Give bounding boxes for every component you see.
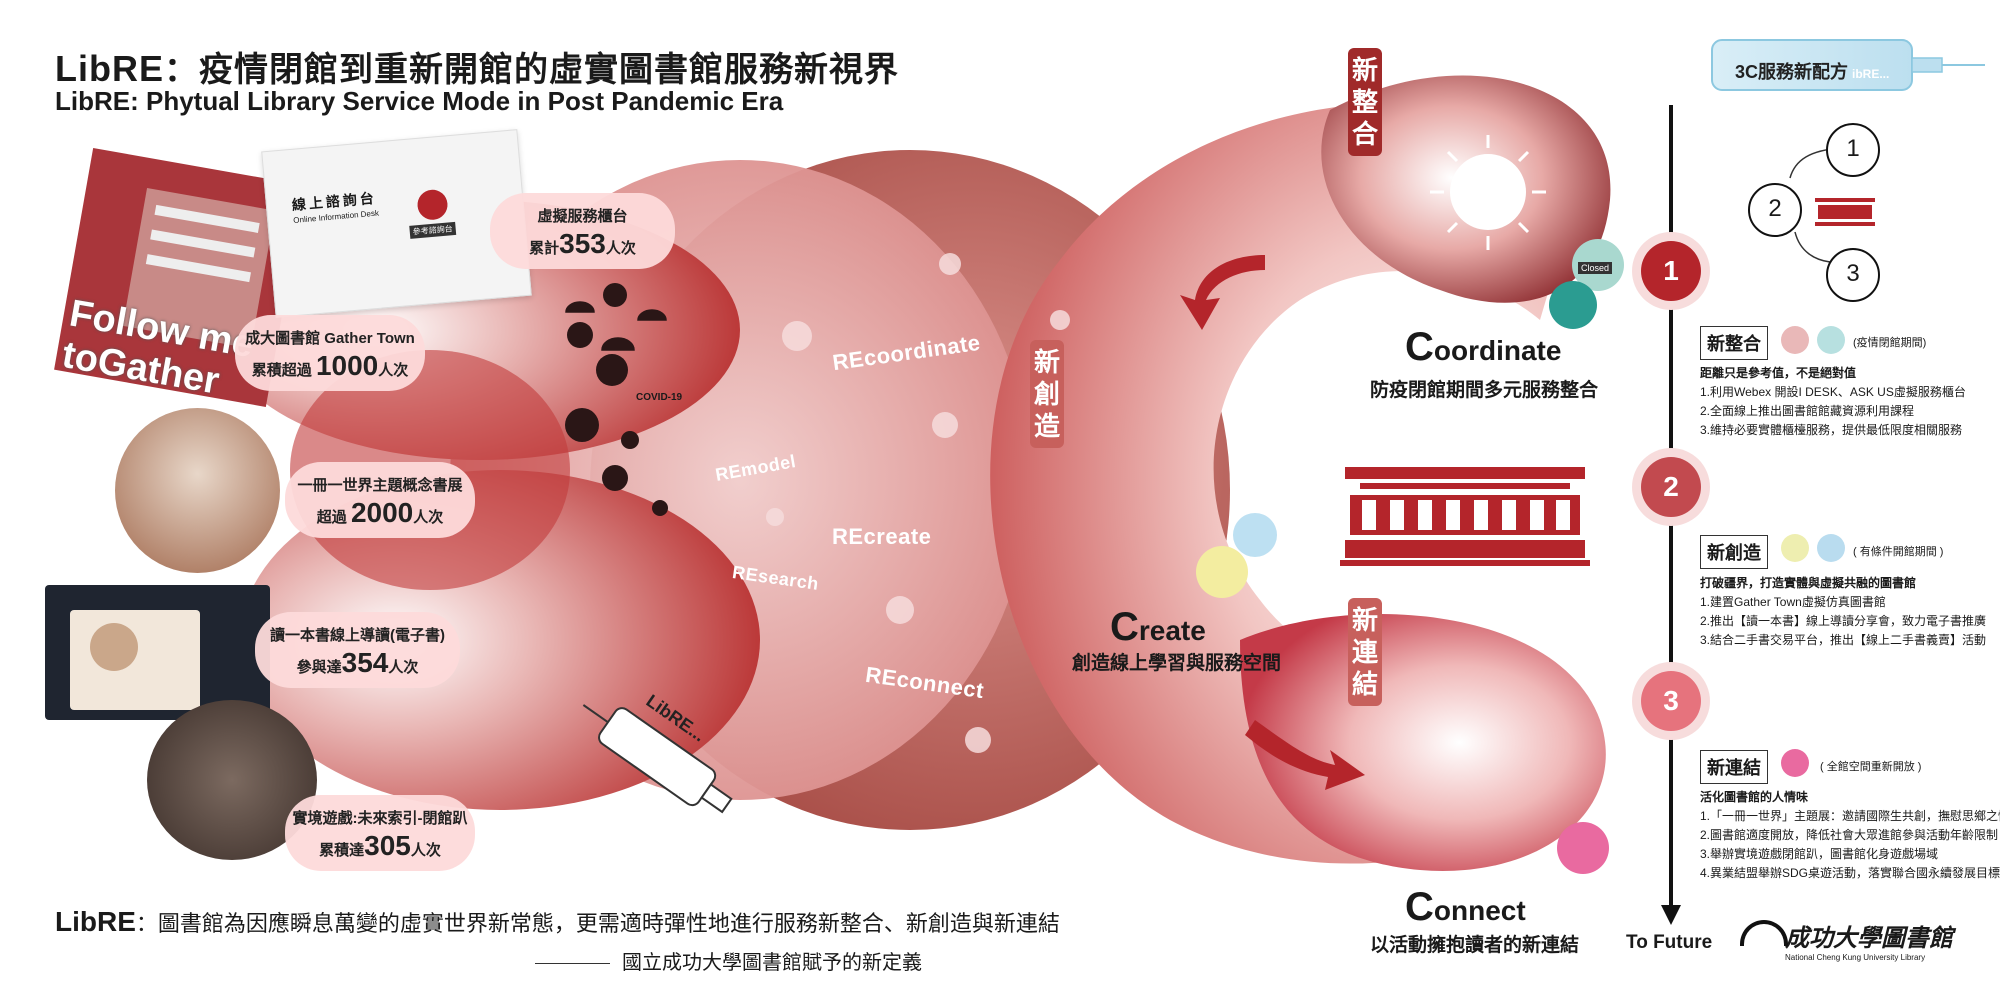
stat-suffix: 人次 bbox=[378, 362, 409, 379]
step-2: 2 bbox=[1748, 183, 1802, 237]
page-title-en: LibRE: Phytual Library Service Mode in P… bbox=[55, 86, 784, 116]
stat-label: 讀一本書線上導讀(電子書) bbox=[270, 627, 445, 644]
recipe-suffix: ibRE... bbox=[1852, 67, 1890, 81]
footer-brand: LibRE bbox=[55, 906, 136, 937]
section-2-number: 2 bbox=[1641, 457, 1701, 517]
footer-tagline: LibRE：圖書館為因應瞬息萬變的虛實世界新常態，更需適時彈性地進行服務新整合、… bbox=[55, 906, 1060, 938]
section-head: 活化圖書館的人情味 bbox=[1700, 790, 1809, 804]
stat-label: 實境遊戲:未來索引-閉館趴 bbox=[292, 810, 468, 827]
section-item: 3.結合二手書交易平台，推出【線上二手書義賣】活動 bbox=[1700, 633, 1987, 647]
page-title-zh: LibRE：疫情閉館到重新開館的虛實圖書館服務新視界 bbox=[55, 42, 899, 91]
pillar-tag-coordinate: 新整合 bbox=[1348, 48, 1382, 156]
section-1-number: 1 bbox=[1641, 241, 1701, 301]
section-item: 4.異業結盟舉辦SDG桌遊活動，落實聯合國永續發展目標 bbox=[1700, 866, 2000, 880]
stat-value: 1000 bbox=[315, 350, 379, 381]
stat-pill-escape-game: 實境遊戲:未來索引-閉館趴 累積達305人次 bbox=[285, 795, 475, 871]
section-item: 1.「一冊一世界」主題展：邀請國際生共創，撫慰思鄉之情 bbox=[1700, 809, 2000, 823]
section-item: 3.維持必要實體櫃檯服務，提供最低限度相關服務 bbox=[1700, 423, 1963, 437]
pillar-tag-text: 新連結 bbox=[1351, 605, 1378, 699]
stat-pill-online-reading: 讀一本書線上導讀(電子書) 參與達354人次 bbox=[255, 612, 460, 688]
closed-badge: Closed bbox=[1578, 262, 1613, 274]
stat-suffix: 人次 bbox=[413, 509, 444, 526]
librarian-avatar bbox=[416, 188, 449, 222]
logo-zh: 成功大學圖書館 bbox=[1785, 923, 1953, 952]
stat-value: 353 bbox=[559, 228, 606, 259]
section-2-body: 打破疆界，打造實體與虛擬共融的圖書館 1.建置Gather Town虛擬仿真圖書… bbox=[1700, 574, 1986, 650]
online-reading-screenshot bbox=[45, 585, 270, 720]
step-1: 1 bbox=[1826, 123, 1880, 177]
title-rest: onnect bbox=[1433, 895, 1526, 926]
stat-suffix: 人次 bbox=[388, 659, 419, 676]
section-item: 2.圖書館適度開放，降低社會大眾進館參與活動年齡限制 bbox=[1700, 828, 1999, 842]
to-future-label: To Future bbox=[1626, 932, 1713, 953]
section-item: 1.利用Webex 開設I DESK、ASK US虛擬服務櫃台 bbox=[1700, 385, 1966, 399]
stat-pill-gather-town: 成大圖書館 Gather Town 累積超過 1000人次 bbox=[235, 315, 425, 391]
connect-subtitle: 以活動擁抱讀者的新連結 bbox=[1370, 935, 1580, 956]
pillar-tag-text: 新創造 bbox=[1033, 347, 1060, 441]
title-cap: C bbox=[1405, 325, 1434, 369]
footer-tagline-text: ：圖書館為因應瞬息萬變的虛實世界新常態，更需適時彈性地進行服務新整合、新創造與新… bbox=[135, 911, 1060, 936]
stat-pill-book-exhibition: 一冊一世界主題概念書展 超過 2000人次 bbox=[285, 462, 475, 538]
create-title: Create bbox=[1110, 605, 1206, 650]
title-cap: C bbox=[1110, 605, 1139, 649]
library-building-illustration bbox=[1340, 467, 1590, 566]
section-item: 2.全面線上推出圖書館館藏資源利用課程 bbox=[1700, 404, 1915, 418]
stat-prefix: 累積達 bbox=[319, 842, 365, 859]
stat-pill-virtual-desk: 虛擬服務櫃台 累計353人次 bbox=[490, 193, 675, 269]
ncku-library-logo: 成功大學圖書館 National Cheng Kung University L… bbox=[1785, 918, 1953, 962]
coordinate-title: Coordinate bbox=[1405, 325, 1561, 370]
stat-label: 一冊一世界主題概念書展 bbox=[297, 477, 463, 494]
coordinate-subtitle: 防疫閉館期間多元服務整合 bbox=[1370, 380, 1599, 401]
footer-credit-text: 國立成功大學圖書館賦予的新定義 bbox=[622, 952, 922, 974]
re-word-create: REcreate bbox=[832, 524, 932, 549]
title-cap: C bbox=[1405, 885, 1434, 929]
pillar-tag-create: 新創造 bbox=[1030, 340, 1064, 448]
stat-value: 305 bbox=[364, 830, 411, 861]
section-1-label: 新整合 bbox=[1700, 326, 1768, 360]
title-zh-text: ：疫情閉館到重新開館的虛實圖書館服務新視界 bbox=[164, 51, 899, 89]
stat-suffix: 人次 bbox=[410, 842, 441, 859]
title-rest: reate bbox=[1138, 615, 1206, 646]
pillar-tag-text: 新整合 bbox=[1351, 55, 1378, 149]
section-head: 距離只是參考值，不是絕對值 bbox=[1700, 366, 1857, 380]
section-3-note: ( 全館空間重新開放 ) bbox=[1820, 761, 1922, 773]
stat-prefix: 累計 bbox=[529, 240, 560, 257]
section-item: 1.建置Gather Town虛擬仿真圖書館 bbox=[1700, 595, 1886, 609]
section-1-note: (疫情閉館期間) bbox=[1853, 337, 1927, 349]
section-2-label: 新創造 bbox=[1700, 535, 1768, 569]
section-item: 2.推出【讀一本書】線上導讀分享會，致力電子書推廣 bbox=[1700, 614, 1987, 628]
create-subtitle: 創造線上學習與服務空間 bbox=[1072, 653, 1282, 674]
step-3: 3 bbox=[1826, 248, 1880, 302]
brand-text: LibRE bbox=[55, 48, 164, 89]
stat-prefix: 累積超過 bbox=[251, 362, 312, 379]
stat-suffix: 人次 bbox=[605, 240, 636, 257]
logo-en: National Cheng Kung University Library bbox=[1785, 953, 1926, 962]
section-2-note: ( 有條件開館期間 ) bbox=[1853, 546, 1944, 558]
connect-title: Connect bbox=[1405, 885, 1526, 930]
section-item: 3.舉辦實境遊戲閉館趴，圖書館化身遊戲場域 bbox=[1700, 847, 1939, 861]
section-3-body: 活化圖書館的人情味 1.「一冊一世界」主題展：邀請國際生共創，撫慰思鄉之情 2.… bbox=[1700, 788, 2000, 883]
pillar-tag-connect: 新連結 bbox=[1348, 598, 1382, 706]
footer-credit: 國立成功大學圖書館賦予的新定義 bbox=[535, 946, 922, 975]
title-rest: oordinate bbox=[1433, 335, 1562, 366]
recipe-title-text: 3C服務新配方 bbox=[1735, 62, 1849, 82]
stat-prefix: 參與達 bbox=[296, 659, 342, 676]
book-exhibition-photo bbox=[115, 408, 280, 573]
section-3-label: 新連結 bbox=[1700, 750, 1768, 784]
online-desk-badge: 參考諮詢台 bbox=[409, 221, 457, 239]
stat-value: 354 bbox=[341, 647, 389, 678]
stat-label: 虛擬服務櫃台 bbox=[537, 208, 628, 225]
section-3-number: 3 bbox=[1641, 671, 1701, 731]
covid-label: COVID-19 bbox=[636, 392, 683, 403]
stat-label: 成大圖書館 Gather Town bbox=[245, 330, 415, 347]
stat-prefix: 超過 bbox=[316, 509, 347, 526]
section-1-body: 距離只是參考值，不是絕對值 1.利用Webex 開設I DESK、ASK US虛… bbox=[1700, 364, 1966, 440]
credit-dash bbox=[535, 963, 610, 965]
section-head: 打破疆界，打造實體與虛擬共融的圖書館 bbox=[1700, 576, 1917, 590]
stat-value: 2000 bbox=[350, 497, 414, 528]
